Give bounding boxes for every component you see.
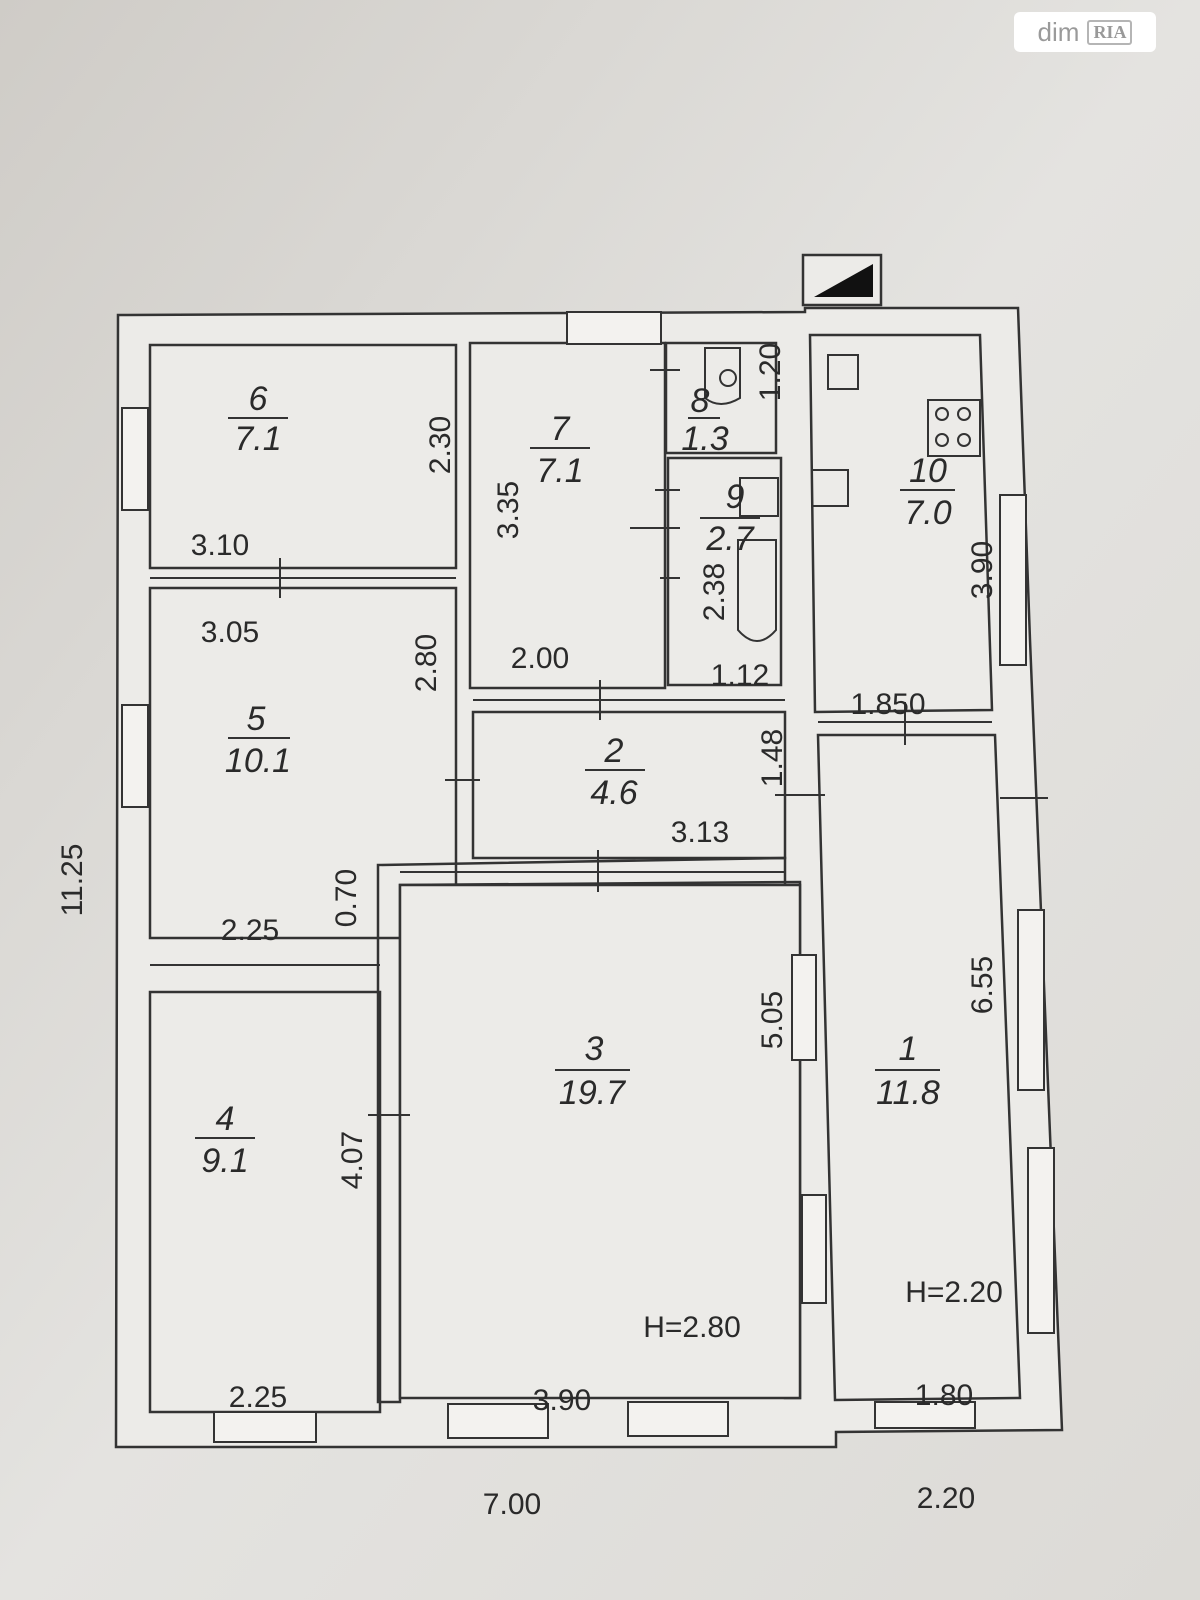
bathtub-icon (737, 539, 777, 642)
overall-height: 11.25 (56, 844, 89, 917)
room-9-area: 2.7 (705, 520, 754, 558)
room-5-area: 10.1 (225, 742, 291, 780)
dim: 3.35 (492, 481, 525, 539)
room-4-area: 9.1 (201, 1142, 248, 1180)
room-2 (471, 710, 787, 860)
window (874, 1401, 976, 1429)
dim: 3.13 (671, 816, 729, 849)
walls (114, 253, 1064, 1449)
toilet-icon (719, 369, 737, 387)
window (627, 1401, 729, 1437)
dim: 2.30 (424, 416, 457, 474)
room-4-number: 4 (216, 1100, 235, 1138)
window (999, 494, 1027, 666)
room-1 (816, 733, 1022, 1402)
watermark-badge: RIA (1087, 19, 1133, 45)
room-6-area: 7.1 (234, 420, 281, 458)
vent-icon (814, 264, 873, 297)
window (801, 1194, 827, 1304)
window (1017, 909, 1045, 1091)
room-7 (468, 341, 667, 690)
sink-icon (811, 469, 849, 507)
dim: 2.38 (698, 563, 731, 621)
room-8 (664, 341, 778, 455)
room-9-number: 9 (726, 478, 745, 516)
dim: 1.12 (711, 659, 769, 692)
room-10 (808, 333, 994, 714)
room-2-area: 4.6 (590, 774, 637, 812)
room-5 (148, 586, 458, 940)
room-9 (666, 456, 783, 687)
room-10-number: 10 (909, 452, 947, 490)
window (121, 407, 149, 511)
window (566, 311, 662, 345)
room-8-number: 8 (691, 382, 710, 420)
room-3-number: 3 (585, 1030, 604, 1068)
dimensions: 3.10 2.30 3.05 2.80 2.25 0.70 2.25 4.07 … (56, 343, 1003, 1521)
room-7-area: 7.1 (536, 452, 583, 490)
dim: 2.25 (229, 1381, 287, 1414)
overall-width-wing: 2.20 (917, 1482, 975, 1515)
height-wing: H=2.20 (905, 1276, 1003, 1309)
dim: 2.80 (410, 634, 443, 692)
room-8-area: 1.3 (681, 420, 728, 458)
window (791, 954, 817, 1061)
doors (150, 369, 1048, 1116)
radiator-icon (827, 354, 859, 390)
window (121, 704, 149, 808)
watermark-logo: dim RIA (1014, 12, 1156, 52)
dim: 1.850 (850, 688, 925, 721)
dim: 3.90 (966, 541, 999, 599)
fixtures (704, 347, 981, 642)
dim: 5.05 (756, 991, 789, 1049)
toilet-icon (704, 347, 741, 405)
dim: 3.90 (533, 1384, 591, 1417)
room-labels: 6 7.1 7 7.1 8 1.3 9 2.7 10 7.0 5 10.1 2 … (195, 380, 955, 1180)
window (213, 1411, 317, 1443)
dim: 2.00 (511, 642, 569, 675)
watermark-brand: dim (1037, 16, 1080, 47)
window (447, 1403, 549, 1439)
windows (121, 311, 1055, 1443)
room-1-area: 11.8 (876, 1074, 940, 1112)
dim: 6.55 (966, 956, 999, 1014)
dim: 3.10 (191, 529, 249, 562)
window (1027, 1147, 1055, 1334)
dim: 2.25 (221, 914, 279, 947)
room-3 (398, 883, 802, 1400)
room-5-number: 5 (247, 700, 266, 738)
room-3-area: 19.7 (559, 1074, 626, 1112)
height-main: H=2.80 (643, 1311, 741, 1344)
dim: 1.80 (915, 1379, 973, 1412)
stove-icon (927, 399, 981, 457)
dim: 4.07 (336, 1131, 369, 1189)
room-2-number: 2 (604, 732, 624, 770)
room-4 (148, 990, 382, 1414)
room-10-area: 7.0 (904, 494, 951, 532)
room-7-number: 7 (551, 410, 571, 448)
room-6 (148, 343, 458, 570)
room-1-number: 1 (899, 1030, 918, 1068)
sink-icon (739, 477, 779, 517)
dim: 1.48 (756, 729, 789, 787)
overall-width-main: 7.00 (483, 1488, 541, 1521)
dim: 3.05 (201, 616, 259, 649)
dim: 1.20 (754, 343, 787, 401)
room-6-number: 6 (249, 380, 268, 418)
dim: 0.70 (330, 869, 363, 927)
